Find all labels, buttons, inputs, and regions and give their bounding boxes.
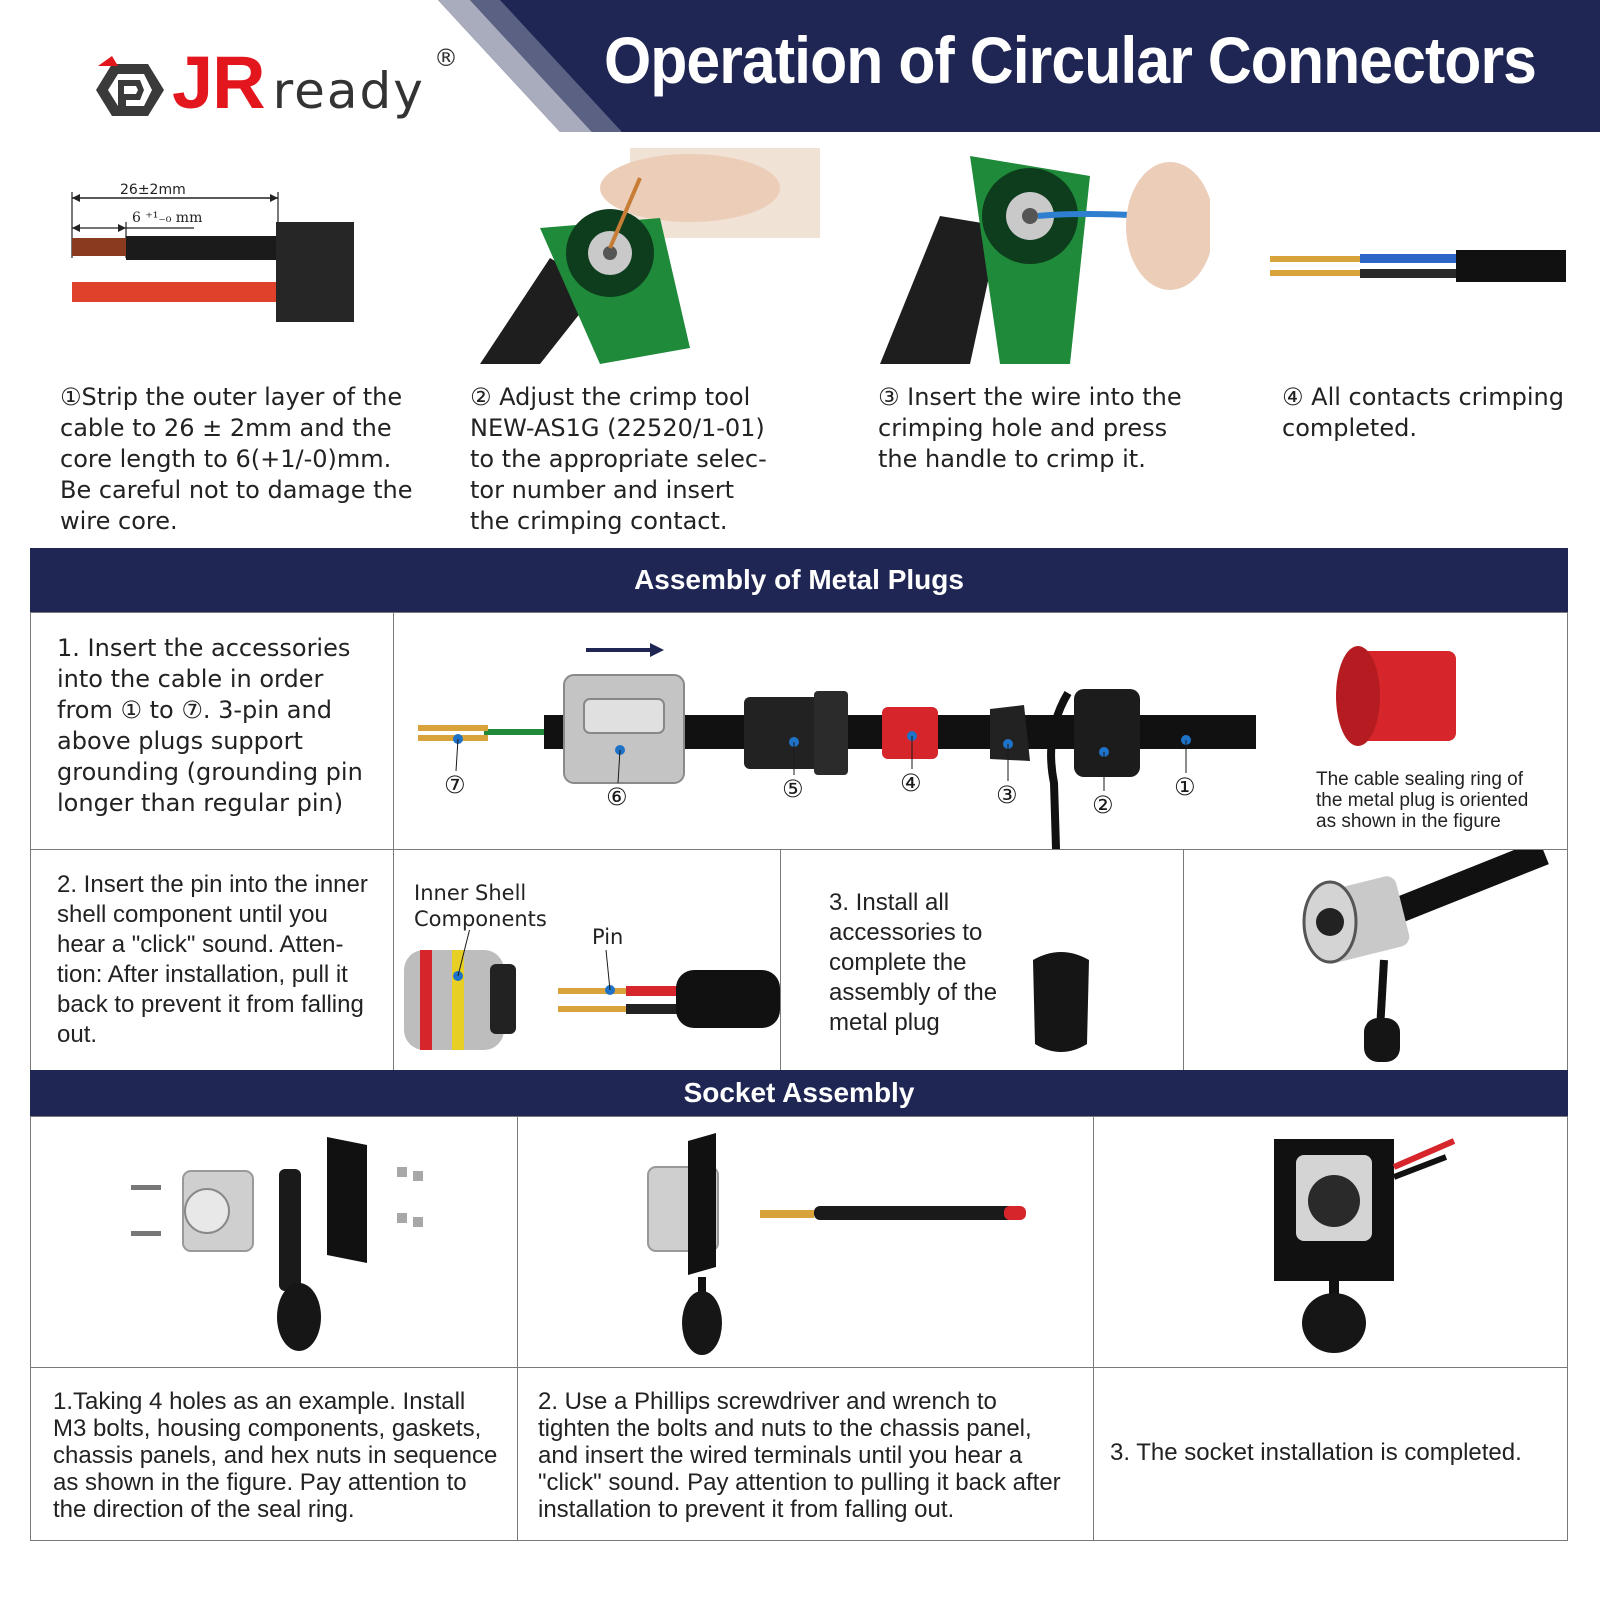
plug-step-3-cell: 3. Install all accessories to complete t…	[780, 849, 1184, 1071]
plug-step-3-text: 3. Install all accessories to complete t…	[829, 889, 998, 1036]
step-2-text: ② Adjust the crimp tool NEW-AS1G (22520/…	[470, 383, 767, 535]
crimped-contacts-photo	[1270, 250, 1566, 282]
dimension-core-label: 6 ⁺¹₋₀ mm	[132, 210, 203, 226]
plug-step-1-cell: 1. Insert the accessories into the cable…	[30, 612, 394, 850]
assembled-plug-cell	[1183, 849, 1568, 1071]
part-label-4: ④	[900, 769, 922, 797]
plug-exploded-cell: ⑦ ⑥ ⑤ ④ ③ ② ① The cable sealing ring of …	[393, 612, 1568, 850]
sealing-ring-note: The cable sealing ring of the metal plug…	[1316, 769, 1529, 832]
plug-step-2-cell: 2. Insert the pin into the inner shell c…	[30, 849, 394, 1071]
socket-section-title: Socket Assembly	[30, 1070, 1568, 1116]
socket-step-3-text: 3. The socket installation is completed.	[1110, 1439, 1522, 1466]
socket-step-2-cell: 2. Use a Phillips screwdriver and wrench…	[517, 1367, 1094, 1541]
part-label-5: ⑤	[782, 775, 804, 803]
plug-step-1-text: 1. Insert the accessories into the cable…	[57, 634, 363, 817]
socket-panel-diagram	[647, 1133, 1026, 1355]
crimp-tool-photo	[480, 148, 820, 364]
socket-exploded-cell	[30, 1116, 518, 1368]
socket-panel-cell	[517, 1116, 1094, 1368]
socket-step-2-text: 2. Use a Phillips screwdriver and wrench…	[538, 1388, 1061, 1523]
plug-step-2-text: 2. Insert the pin into the inner shell c…	[57, 871, 368, 1048]
step-3-text: ③ Insert the wire into the crimping hole…	[878, 383, 1182, 473]
socket-step-1-text: 1.Taking 4 holes as an example. Install …	[53, 1388, 498, 1523]
logo-ready-text: ready	[272, 62, 425, 120]
part-label-2: ②	[1092, 791, 1114, 819]
socket-step-3-cell: 3. The socket installation is completed.	[1093, 1367, 1568, 1541]
header-banner	[438, 0, 1600, 132]
inner-shell-label: Inner Shell Components	[414, 881, 547, 931]
socket-completed-photo	[1274, 1138, 1456, 1353]
plug-exploded-diagram	[418, 643, 1456, 849]
pin-label: Pin	[592, 925, 624, 949]
dust-cap-icon	[1033, 952, 1089, 1052]
cable-strip-diagram	[71, 192, 354, 322]
part-label-1: ①	[1174, 773, 1196, 801]
step-4-text: ④ All contacts crimping completed.	[1282, 383, 1564, 442]
step-1-text: ①Strip the outer layer of the cable to 2…	[60, 383, 413, 535]
inner-shell-cell: Inner Shell Components Pin	[393, 849, 781, 1071]
socket-completed-cell	[1093, 1116, 1568, 1368]
part-label-6: ⑥	[606, 783, 628, 811]
assembled-plug-photo	[1302, 850, 1549, 1062]
part-label-7: ⑦	[444, 771, 466, 799]
plug-section-title: Assembly of Metal Plugs	[30, 548, 1568, 612]
logo-jr-text: JR	[172, 41, 266, 124]
inner-shell-pin-diagram	[404, 930, 780, 1050]
part-label-3: ③	[996, 781, 1018, 809]
page-title: Operation of Circular Connectors	[603, 23, 1537, 97]
crimp-wire-photo	[880, 156, 1210, 364]
registered-mark: ®	[434, 44, 458, 72]
socket-step-1-cell: 1.Taking 4 holes as an example. Install …	[30, 1367, 518, 1541]
logo-mark-icon	[96, 56, 164, 116]
socket-exploded-diagram	[131, 1137, 423, 1351]
dimension-outer-label: 26±2mm	[120, 182, 186, 198]
